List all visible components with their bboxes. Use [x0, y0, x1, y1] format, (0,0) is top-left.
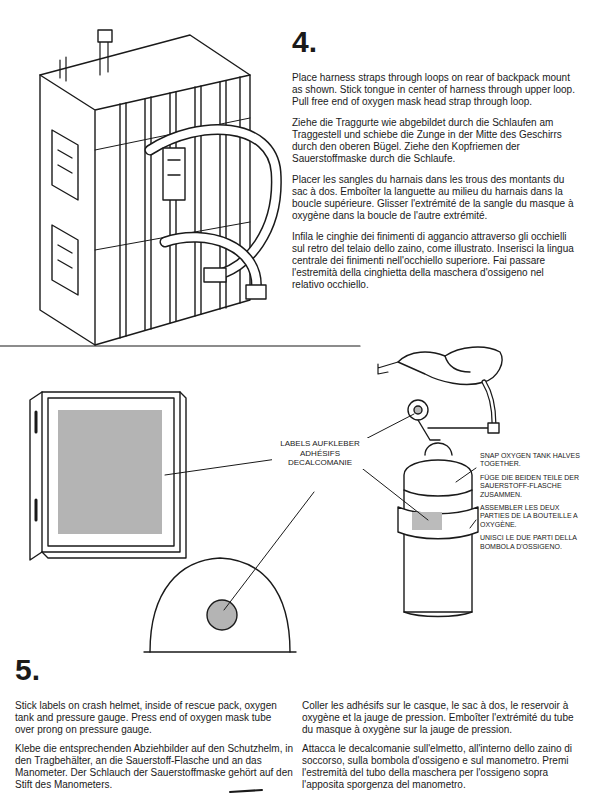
backpack-frame — [40, 75, 250, 345]
instruction-text: Klebe die entsprechenden Abziehbilder au… — [15, 743, 293, 791]
harness-straps — [163, 148, 185, 200]
harness-straps — [150, 129, 276, 276]
oxygen-mask — [445, 356, 470, 372]
callout-note: FÜGE DIE BEIDEN TEILE DER SAUERSTOFF-FLA… — [480, 474, 582, 499]
instruction-text: Stick labels on crash helmet, inside of … — [15, 700, 293, 736]
leader-line — [165, 414, 476, 610]
oxygen-mask — [484, 382, 494, 424]
leader-line — [354, 462, 428, 520]
callout-label: LABELS AUFKLEBER ADHÉSIFS DECALCOMANIE — [272, 438, 368, 469]
harness-straps — [165, 237, 256, 292]
backpack-frame — [120, 77, 240, 338]
harness-straps — [246, 285, 266, 299]
harness-straps — [150, 129, 276, 276]
leader-line — [165, 458, 284, 475]
page-mark — [230, 790, 262, 792]
backpack-frame — [40, 35, 250, 345]
page-mark — [230, 790, 262, 792]
crash-helmet — [150, 558, 290, 652]
backpack-frame — [52, 225, 78, 295]
step-number: 4. — [292, 24, 362, 60]
oxygen-tank — [425, 443, 452, 455]
crash-helmet — [144, 651, 296, 652]
rescue-pack — [30, 392, 42, 560]
callout-note: ASSEMBLER LES DEUX PARTIES DE LA BOUTEIL… — [480, 504, 582, 529]
oxygen-tank — [404, 490, 472, 496]
oxygen-mask — [378, 347, 502, 424]
oxygen-tank — [412, 512, 442, 530]
rescue-pack — [30, 392, 186, 560]
backpack-frame — [126, 81, 226, 336]
leader-line — [456, 468, 476, 482]
backpack-frame — [40, 30, 250, 345]
backpack-frame — [52, 130, 78, 200]
oxygen-tank — [408, 400, 428, 420]
harness-straps — [165, 237, 256, 292]
leader-line — [224, 492, 314, 610]
rescue-pack — [48, 398, 174, 546]
crash-helmet — [207, 600, 237, 630]
oxygen-tank — [404, 612, 472, 617]
rescue-pack — [42, 392, 186, 558]
callout-note: SNAP OXYGEN TANK HALVES TOGETHER. — [480, 452, 582, 469]
oxygen-tank — [398, 507, 478, 539]
oxygen-mask — [484, 382, 494, 424]
harness-straps — [204, 268, 226, 282]
oxygen-tank — [418, 420, 488, 440]
rescue-pack — [35, 412, 38, 520]
panel-divider — [0, 345, 360, 346]
oxygen-mask — [378, 362, 398, 374]
leader-line — [470, 520, 476, 528]
instruction-text: Coller les adhésifs sur le casque, le sa… — [302, 700, 582, 736]
instruction-text: Ziehe die Traggurte wie abgebildet durch… — [292, 117, 578, 165]
rescue-pack — [42, 392, 180, 552]
backpack-frame — [60, 38, 108, 81]
harness-straps — [150, 129, 276, 299]
oxygen-tank — [488, 423, 499, 433]
callout-note: UNISCI LE DUE PARTI DELLA BOMBOLA D'OSSI… — [480, 534, 582, 551]
instruction-text: Infila le cinghie dei finimenti di aggan… — [292, 231, 578, 291]
panel-divider — [0, 345, 360, 346]
crash-helmet — [144, 558, 296, 652]
instruction-text: Placer les sangles du harnais dans les t… — [292, 174, 578, 222]
oxygen-tank — [414, 406, 422, 414]
backpack-frame — [98, 30, 112, 42]
oxygen-mask — [398, 347, 502, 384]
instruction-text: Place harness straps through loops on re… — [292, 72, 578, 108]
harness-straps — [168, 160, 180, 175]
rescue-pack — [58, 410, 162, 534]
step-number: 5. — [15, 652, 85, 688]
instruction-text: Attacca le decalcomanie sull'elmetto, al… — [302, 743, 582, 791]
